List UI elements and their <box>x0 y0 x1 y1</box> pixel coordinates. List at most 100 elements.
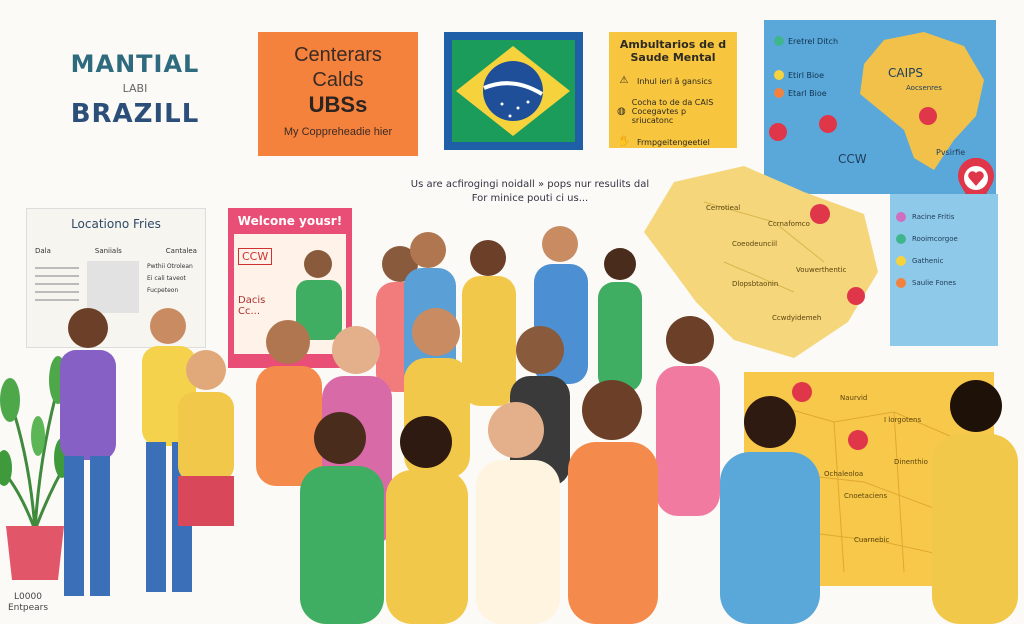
brazil-map-shape <box>769 32 984 170</box>
person-right-1 <box>720 396 820 624</box>
region-map <box>644 166 878 358</box>
globe-icon: ◍ <box>617 105 626 117</box>
region-label: Coeodeunciil <box>732 240 778 248</box>
person-left-1 <box>60 308 116 596</box>
warning-icon: ⚠ <box>619 75 629 87</box>
region-label: Dlopsbtaonin <box>732 280 779 288</box>
legend-dot-icon <box>774 88 784 98</box>
legend-row: Gathenic <box>896 256 992 266</box>
map-legend-item: Etirl Bioe <box>774 70 824 80</box>
mental-health-card: Ambultarios de d Saude Mental ⚠ Inhul ie… <box>609 32 737 148</box>
location-files-board: Locationo Fries Dala Saniials Cantalea P… <box>26 208 206 348</box>
entry-item: Ei cali taveot <box>147 275 186 282</box>
map-label-ccw: CCW <box>838 152 867 166</box>
person-front-3 <box>476 402 560 624</box>
service-legend: Racine Fritis Rooimcorgoe Gathenic Sauli… <box>890 194 998 346</box>
text-lines <box>35 261 79 313</box>
card-row: ⚠ Inhul ieri â gansics <box>617 74 729 88</box>
map-label: Ochaleoloa <box>824 470 864 478</box>
info-caption-line-2: For minice pouti ci us... <box>471 193 589 204</box>
person-left-3 <box>178 350 234 526</box>
card-row: ✋ Frmpgeitengeetiel <box>617 135 729 149</box>
legend-row: Saulie Fones <box>896 278 992 288</box>
region-label: Ccwdyidemeh <box>772 314 822 322</box>
location-board-body: Pwthii Otrolean Ei cali taveot Fucpeteon <box>35 261 197 313</box>
map-label: Naurvid <box>840 394 868 402</box>
map-label: Cuarnebic <box>854 536 890 544</box>
map-label: Cnoetaciens <box>844 492 888 500</box>
card-row: ◍ Cocha to de da CAIS Cocegavtes p sriuc… <box>617 98 729 125</box>
column-header: Saniials <box>94 247 122 255</box>
legend-label: Saulie Fones <box>912 279 957 287</box>
person-back-6 <box>296 250 342 340</box>
legend-dot-icon <box>896 234 906 244</box>
legend-label: Etarl Bioe <box>788 88 827 98</box>
person-mid-5 <box>656 316 720 516</box>
legend-row: Rooimcorgoe <box>896 234 992 244</box>
footer-line-2: Entpears <box>8 603 49 613</box>
person-mid-1 <box>256 320 322 486</box>
person-back-3 <box>462 240 516 406</box>
legend-dot-icon <box>774 70 784 80</box>
map-label: Pvsirfie <box>936 148 966 157</box>
legend-label: Etirl Bioe <box>788 70 824 80</box>
heart-pin-icon <box>958 158 994 212</box>
location-board-heading: Locationo Fries <box>71 217 161 231</box>
map-label-caips: CAIPS <box>888 66 923 80</box>
hand-icon: ✋ <box>617 136 631 148</box>
card-row-text: Frmpgeitengeetiel <box>637 137 710 147</box>
person-left-2 <box>142 308 196 592</box>
region-label: Vouwerthentic <box>796 266 847 274</box>
info-caption: Us are acfirogingi noidall » pops nur re… <box>390 178 670 206</box>
map-legend-item: Etarl Bioe <box>774 88 827 98</box>
person-right-2 <box>932 380 1018 624</box>
card-row-text: Cocha to de da CAIS Cocegavtes p sriucat… <box>631 98 714 126</box>
column-header: Cantalea <box>165 247 197 255</box>
orange-info-card: Centerars Calds UBSs My Coppreheadie hie… <box>258 32 418 156</box>
legend-row: Racine Fritis <box>896 212 992 222</box>
footer-mark: L0000 Entpears <box>8 592 48 614</box>
people-right <box>720 380 1018 624</box>
location-board-columns: Dala Saniials Cantalea <box>35 247 197 255</box>
person-front-2 <box>386 416 468 624</box>
info-caption-line-1: Us are acfirogingi noidall » pops nur re… <box>410 179 650 190</box>
map-label: I lorgotens <box>884 416 922 424</box>
crowd-illustration <box>60 226 720 624</box>
region-label: Ccrnafomco <box>768 220 810 228</box>
entry-item: Fucpeteon <box>147 287 179 294</box>
orange-card-line-1: Centerars <box>294 44 382 66</box>
region-label: Cerrotieal <box>706 204 741 212</box>
city-map-lines <box>763 382 975 573</box>
map-label: Aocsenres <box>906 84 942 92</box>
welcome-heading: Welcone yousr! <box>237 214 343 228</box>
person-front-4 <box>568 380 658 624</box>
legend-dot-icon <box>774 36 784 46</box>
column-header: Dala <box>35 247 51 255</box>
welcome-sub: Cc... <box>238 306 261 317</box>
legend-label: Eretrel Ditch <box>788 36 839 46</box>
legend-dot-icon <box>896 212 906 222</box>
mental-health-card-heading: Ambultarios de d Saude Mental <box>619 38 727 65</box>
person-back-5 <box>598 248 642 392</box>
person-front-1 <box>300 412 384 624</box>
orange-card-line-3: UBSs <box>308 92 368 117</box>
entry-list: Pwthii Otrolean Ei cali taveot Fucpeteon <box>147 261 193 313</box>
title-line-2: LABI <box>122 82 148 95</box>
map-label: Dinenthio <box>894 458 928 466</box>
card-row-text: Inhul ieri â gansics <box>637 76 712 86</box>
brand-title: MANTIAL LABI BRAZILL <box>60 50 210 129</box>
orange-card-line-2: Calds <box>312 69 364 91</box>
welcome-tag: CCW <box>238 248 273 265</box>
footer-line-1: L0000 <box>14 592 42 602</box>
legend-label: Rooimcorgoe <box>912 235 958 243</box>
legend-dot-icon <box>896 256 906 266</box>
legend-dot-icon <box>896 278 906 288</box>
map-legend-item: Eretrel Ditch <box>774 36 838 46</box>
brazil-map-card: Eretrel Ditch Etirl Bioe Etarl Bioe CAIP… <box>764 20 996 194</box>
photo-placeholder <box>87 261 139 313</box>
brazil-flag <box>444 32 583 150</box>
legend-label: Racine Fritis <box>912 213 955 221</box>
brazil-flag-graphic <box>444 32 583 150</box>
entry-item: Pwthii Otrolean <box>147 263 193 270</box>
